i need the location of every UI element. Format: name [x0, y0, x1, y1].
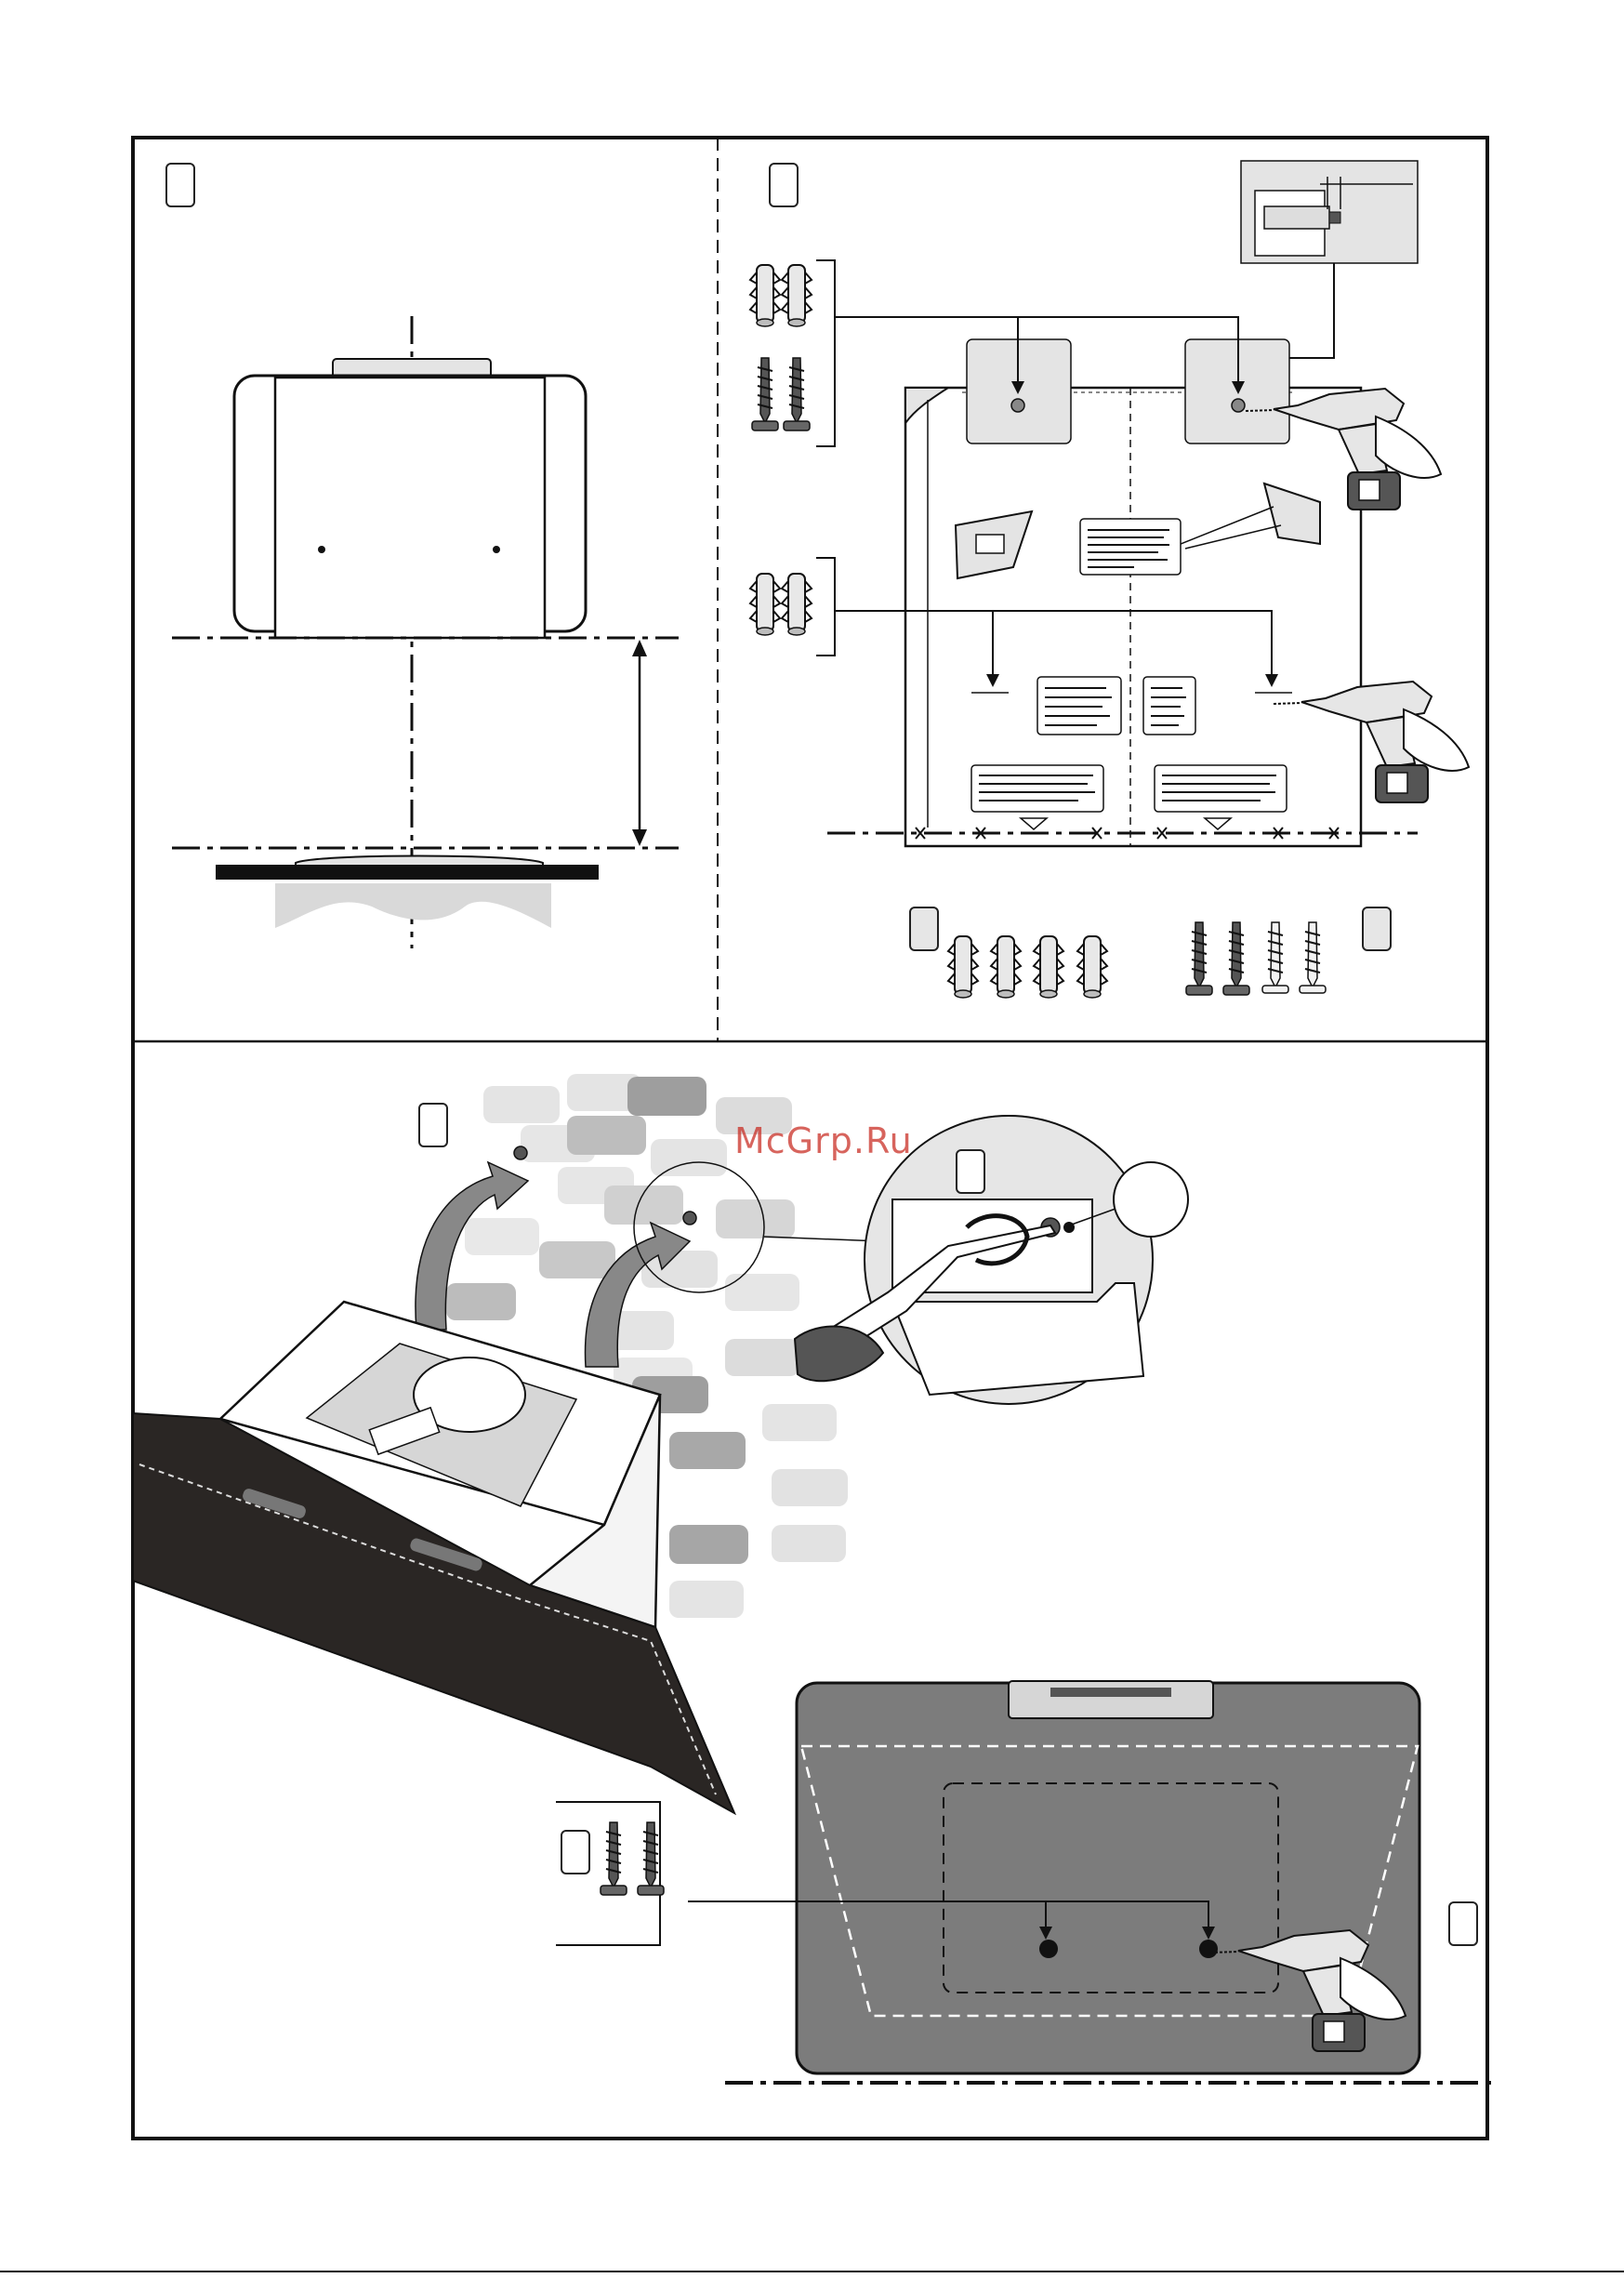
step-box-b — [769, 163, 799, 207]
watermark-text: McGrp.Ru — [734, 1120, 913, 1161]
step-box-g — [561, 1830, 590, 1874]
hob-surface — [216, 865, 599, 880]
step-box-e — [418, 1103, 448, 1147]
hood-plate — [275, 377, 545, 638]
step-box-d — [1362, 907, 1392, 951]
step-box-f — [956, 1149, 985, 1194]
detail-circle-marker — [1114, 1162, 1188, 1237]
step-box-c — [909, 907, 939, 951]
step-box-a — [165, 163, 195, 207]
step-box-h — [1448, 1901, 1478, 1946]
